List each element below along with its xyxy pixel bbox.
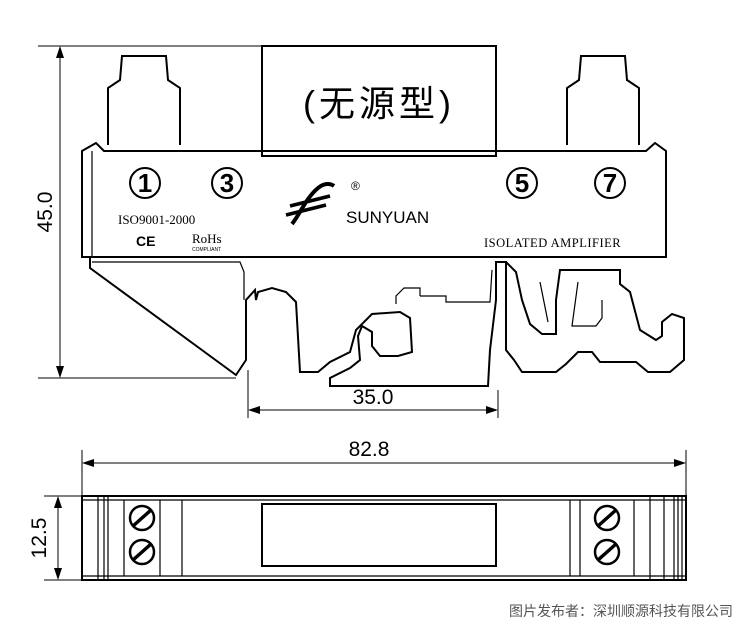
top-label-window bbox=[261, 503, 497, 567]
brand-name: SUNYUAN bbox=[346, 208, 429, 227]
publisher-watermark: 图片发布者：深圳顺源科技有限公司 bbox=[509, 603, 733, 619]
terminal-circle bbox=[129, 167, 161, 199]
clip-inner-line bbox=[539, 281, 603, 327]
top-view-outline bbox=[81, 495, 687, 581]
terminal-number: 7 bbox=[603, 168, 617, 198]
terminal-circle bbox=[506, 167, 538, 199]
registered-mark: ® bbox=[351, 179, 360, 193]
height-value: 45.0 bbox=[34, 192, 57, 233]
label-window bbox=[261, 45, 497, 157]
dimension-length: 82.8 bbox=[81, 438, 687, 496]
terminal-number: 1 bbox=[138, 168, 152, 198]
screw-icon bbox=[593, 538, 621, 566]
clip-inner-line bbox=[420, 269, 493, 303]
dimension-rail: 35.0 bbox=[247, 370, 499, 418]
terminal-circle bbox=[211, 167, 243, 199]
sunyuan-logo-icon bbox=[285, 181, 336, 226]
depth-value: 12.5 bbox=[28, 518, 51, 559]
clip-inner-line bbox=[395, 287, 421, 304]
module-body bbox=[81, 141, 667, 258]
terminal-number: 5 bbox=[515, 168, 529, 198]
screw-icon bbox=[128, 538, 156, 566]
rohs-label: RoHs bbox=[192, 231, 222, 246]
screw-icon bbox=[128, 504, 156, 532]
dimension-height: 45.0 bbox=[34, 45, 262, 379]
rohs-compliant: COMPLIANT bbox=[192, 247, 221, 253]
top-view bbox=[81, 495, 687, 581]
ce-mark: CE bbox=[136, 233, 155, 249]
product-label: ISOLATED AMPLIFIER bbox=[484, 236, 621, 250]
terminal-numbers: 1 3 5 7 bbox=[129, 167, 626, 199]
front-view: (无源型) 1 3 5 7 ® SUNYUAN ISO9001-2000 CE … bbox=[81, 45, 685, 387]
screw-icon bbox=[593, 504, 621, 532]
length-value: 82.8 bbox=[349, 438, 390, 461]
terminal-number: 3 bbox=[220, 168, 234, 198]
left-terminal-block bbox=[107, 55, 181, 145]
rail-value: 35.0 bbox=[353, 386, 394, 409]
dimension-depth: 12.5 bbox=[28, 495, 82, 581]
right-terminal-block bbox=[566, 55, 640, 145]
iso-label: ISO9001-2000 bbox=[118, 212, 195, 227]
din-clip-profile bbox=[89, 257, 685, 387]
clip-inner-line bbox=[92, 261, 245, 300]
passive-type-label: (无源型) bbox=[303, 83, 455, 124]
terminal-circle bbox=[594, 167, 626, 199]
